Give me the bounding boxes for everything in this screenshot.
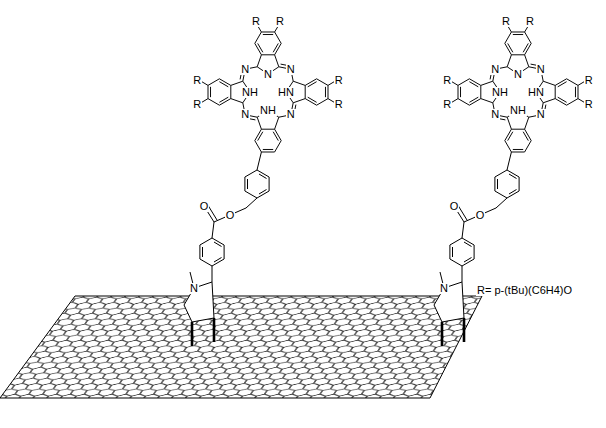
ester-linker bbox=[434, 152, 519, 346]
atom-label: R bbox=[584, 99, 594, 110]
atom-label: N bbox=[490, 64, 500, 75]
atom-label: N bbox=[536, 64, 546, 75]
atom-label: R bbox=[251, 16, 261, 27]
atom-label: R bbox=[442, 75, 452, 86]
atom-label: O bbox=[199, 201, 210, 212]
atom-label: R bbox=[192, 99, 202, 110]
atom-label: N bbox=[286, 64, 296, 75]
atom-label: N bbox=[490, 109, 500, 120]
substituent-note: R= p-(tBu)(C6H4)O bbox=[476, 285, 573, 296]
atom-label: R bbox=[275, 16, 285, 27]
atom-label: N bbox=[513, 69, 523, 80]
atom-label: R bbox=[442, 99, 452, 110]
atom-label: R bbox=[192, 75, 202, 86]
atom-label: R bbox=[501, 16, 511, 27]
atom-label: N bbox=[240, 64, 250, 75]
atom-label: N bbox=[263, 69, 273, 80]
atom-label: NH bbox=[259, 105, 277, 116]
atom-label: NH bbox=[509, 105, 527, 116]
phthalocyanine bbox=[452, 26, 584, 152]
atom-label: R bbox=[584, 75, 594, 86]
atom-label: HN bbox=[527, 87, 545, 98]
atom-label: N bbox=[240, 109, 250, 120]
atom-label: NH bbox=[241, 87, 259, 98]
atom-label: N bbox=[536, 109, 546, 120]
atom-label: R bbox=[525, 16, 535, 27]
atom-label: N bbox=[189, 283, 199, 294]
atom-label: O bbox=[449, 201, 460, 212]
atom-label: O bbox=[225, 210, 236, 221]
atom-label: NH bbox=[491, 87, 509, 98]
graphene-sheet bbox=[0, 296, 482, 398]
phthalocyanine bbox=[202, 26, 334, 152]
atom-label: HN bbox=[277, 87, 295, 98]
atom-label: O bbox=[475, 210, 486, 221]
atom-label: R bbox=[334, 75, 344, 86]
atom-label: R bbox=[334, 99, 344, 110]
atom-label: N bbox=[439, 283, 449, 294]
atom-label: N bbox=[286, 109, 296, 120]
ester-linker bbox=[184, 152, 269, 346]
